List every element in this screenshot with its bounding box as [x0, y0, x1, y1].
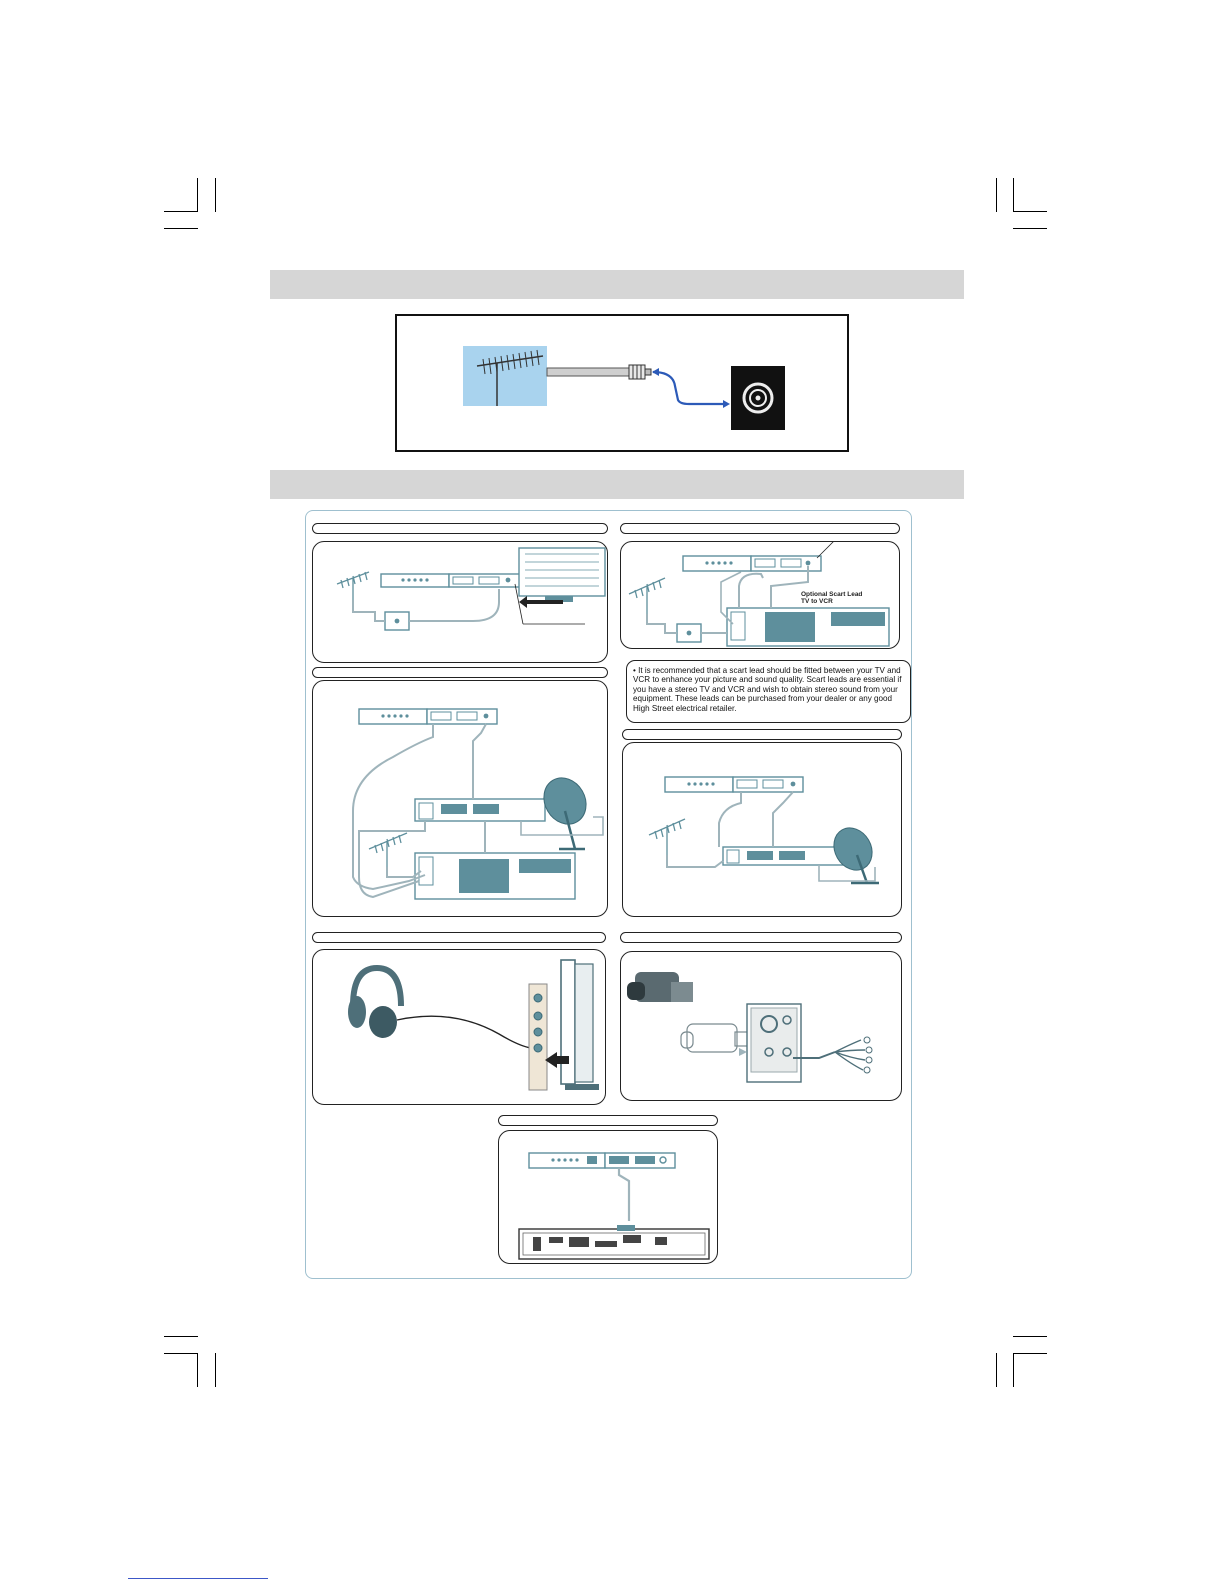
crop-mark: [1013, 1353, 1047, 1354]
optional-scart-label-line2: TV to VCR: [801, 598, 833, 605]
crop-mark: [164, 1353, 198, 1354]
optional-scart-label-line1: Optional Scart Lead: [801, 591, 863, 598]
crop-mark: [1013, 211, 1047, 212]
crop-mark: [215, 1353, 216, 1387]
crop-mark: [215, 178, 216, 212]
crop-mark: [164, 211, 198, 212]
peripheral-frame: [305, 510, 912, 1279]
crop-mark: [1013, 1336, 1047, 1337]
crop-mark: [1013, 1353, 1014, 1387]
footer-rule: [128, 1578, 268, 1579]
tv-aerial-socket-icon: [731, 366, 785, 430]
scart-note-text: • It is recommended that a scart lead sh…: [633, 666, 902, 713]
panel-aerial-to-tv: [312, 541, 608, 663]
panel-satellite: [622, 742, 902, 917]
aerial-icon: [463, 346, 547, 406]
camcorder-icon: [627, 972, 693, 1002]
peripheral-connections-bar: [270, 470, 964, 499]
panel-title-pill: [620, 932, 902, 943]
panel-dvd: [498, 1130, 718, 1264]
panel-title-pill: [312, 523, 608, 534]
panel-title-pill: [312, 932, 606, 943]
panel-vcr-satellite: [312, 680, 608, 917]
crop-mark: [164, 1336, 198, 1337]
crop-mark: [1013, 178, 1014, 212]
panel-title-pill: [622, 729, 902, 740]
panel-camcorder: [620, 951, 902, 1101]
aerial-connection-bar: [270, 270, 964, 299]
headphones-icon: [348, 964, 404, 1038]
panel-title-pill: [498, 1115, 718, 1126]
panel-headphones: [312, 949, 606, 1105]
optional-scart-label: Optional Scart Lead TV to VCR: [801, 591, 862, 605]
panel-title-pill: [620, 523, 900, 534]
crop-mark: [197, 178, 198, 212]
aerial-connection-diagram: [395, 314, 849, 452]
crop-mark: [996, 1353, 997, 1387]
rf-plug-icon: [628, 364, 652, 380]
crop-mark: [164, 228, 198, 229]
camcorder-outline-icon: [680, 1023, 752, 1053]
scart-recommendation-note: • It is recommended that a scart lead sh…: [626, 660, 911, 723]
panel-title-pill: [312, 667, 608, 678]
crop-mark: [1013, 228, 1047, 229]
crop-mark: [197, 1353, 198, 1387]
panel-vcr: Optional Scart Lead TV to VCR: [620, 541, 900, 649]
crop-mark: [996, 178, 997, 212]
